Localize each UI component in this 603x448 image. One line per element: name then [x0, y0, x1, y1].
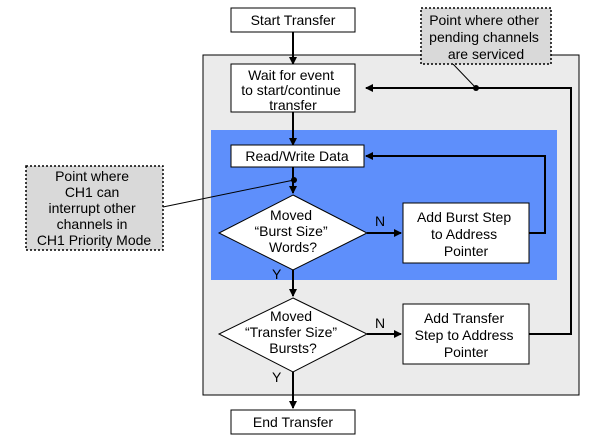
add-transfer-step-box: [402, 303, 530, 365]
wait-event-label: Wait for event to start/continue transfe…: [241, 67, 345, 113]
wait-event-box: [230, 63, 356, 113]
ch1-interrupt-note-text: Point where CH1 can interrupt other chan…: [37, 168, 152, 248]
add-burst-step-label: Add Burst Step to Address Pointer: [417, 209, 515, 259]
read-write-data-box: [230, 144, 365, 168]
transfer-size-decision: [217, 297, 369, 373]
burst-yes-label: Y: [272, 266, 282, 282]
transfer-no-label: N: [375, 315, 385, 331]
ch1-interrupt-note: [25, 165, 164, 251]
pending-service-point: [473, 85, 479, 91]
pending-channels-note: [420, 7, 552, 65]
interrupt-note-pointer: [162, 179, 295, 208]
start-transfer-box: [230, 7, 356, 33]
add-burst-step-box: [402, 202, 530, 264]
transfer-yes-label: Y: [272, 369, 282, 385]
burst-size-decision-label: Moved “Burst Size” Words?: [254, 207, 331, 255]
transfer-size-decision-label: Moved “Transfer Size” Bursts?: [245, 308, 341, 356]
burst-size-decision: [217, 194, 369, 271]
pending-note-pointer: [452, 63, 477, 89]
interrupt-point: [291, 177, 297, 183]
end-transfer-box: [230, 409, 356, 435]
arrow-burst-loop-back: [365, 152, 546, 234]
end-transfer-label: End Transfer: [253, 414, 333, 430]
pending-channels-note-text: Point where other pending channels are s…: [429, 12, 543, 62]
burst-no-label: N: [375, 213, 385, 229]
arrow-transfer-loop-back: [365, 84, 572, 335]
start-transfer-label: Start Transfer: [251, 12, 336, 28]
read-write-data-label: Read/Write Data: [245, 148, 348, 164]
add-transfer-step-label: Add Transfer Step to Address Pointer: [415, 310, 518, 360]
